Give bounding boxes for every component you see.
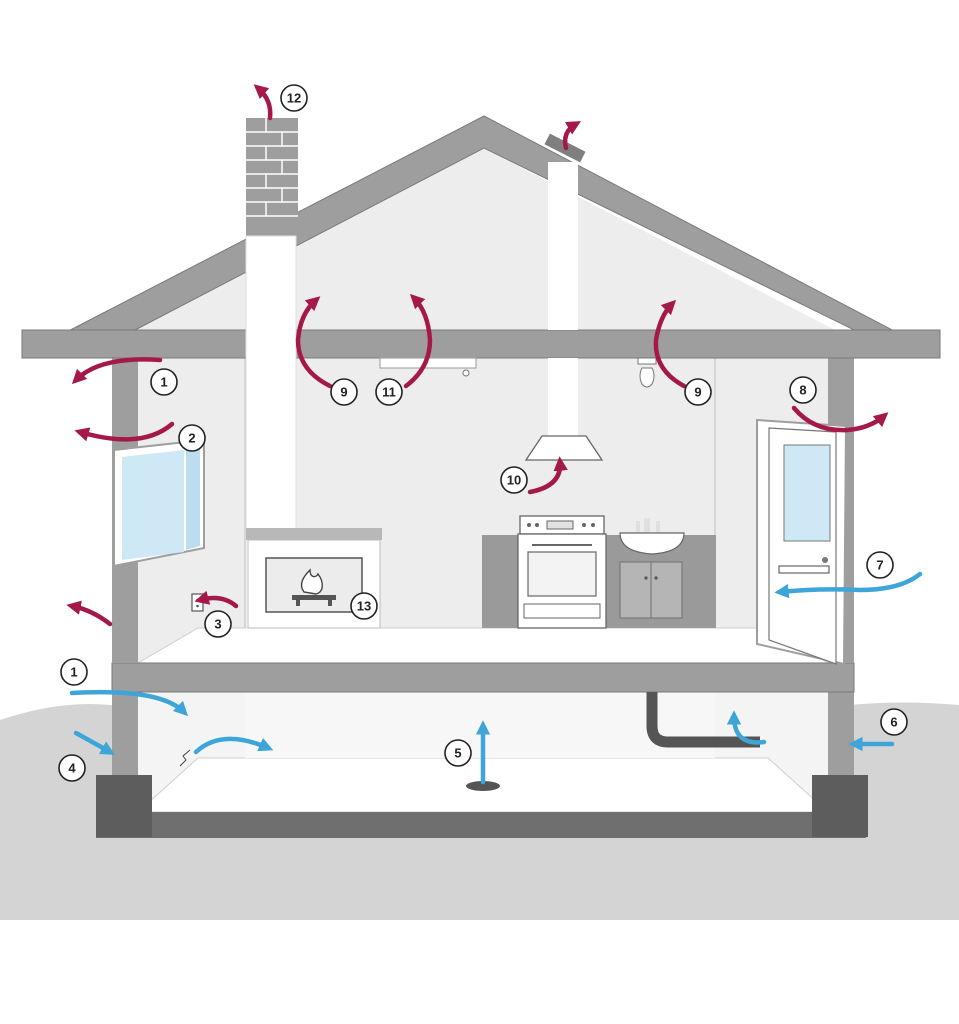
svg-text:3: 3 — [214, 617, 221, 632]
callout-6: 6 — [880, 708, 908, 736]
floor-drain-icon — [466, 781, 500, 791]
svg-text:2: 2 — [188, 431, 195, 446]
air-out-arrow-8 — [791, 405, 889, 433]
svg-text:13: 13 — [357, 599, 371, 614]
svg-text:1: 1 — [160, 375, 167, 390]
foundation-slab — [96, 812, 866, 838]
main-floor-surface — [136, 627, 830, 664]
air-in-arrow-7 — [774, 571, 923, 599]
electrical-outlet-icon — [191, 593, 204, 612]
callout-5: 5 — [444, 739, 472, 767]
dryer-vent-icon — [646, 692, 760, 748]
svg-text:9: 9 — [694, 385, 701, 400]
svg-text:12: 12 — [287, 91, 301, 106]
air-in-arrow-crack — [193, 736, 274, 755]
door-icon — [756, 418, 848, 666]
svg-text:8: 8 — [799, 383, 806, 398]
svg-text:4: 4 — [68, 761, 76, 776]
callout-9-right: 9 — [684, 378, 712, 406]
callout-4: 4 — [58, 754, 86, 782]
callout-13: 13 — [350, 592, 378, 620]
basement-back-wall — [245, 692, 715, 758]
callout-2: 2 — [178, 424, 206, 452]
air-out-arrow-11 — [403, 293, 433, 389]
callout-3: 3 — [204, 610, 232, 638]
air-out-arrow-2 — [74, 421, 175, 442]
crack-mark — [179, 749, 191, 767]
svg-text:9: 9 — [340, 385, 347, 400]
callout-12: 12 — [280, 84, 308, 112]
ceiling-joist — [21, 329, 941, 359]
counter-left — [482, 535, 518, 628]
stove-icon — [517, 515, 607, 629]
footing-right — [812, 775, 868, 837]
callout-7: 7 — [866, 551, 894, 579]
air-in-arrow-dryer — [726, 710, 767, 745]
footing-left — [96, 775, 152, 837]
floor-joist-band — [111, 662, 855, 693]
air-out-arrow-9-right — [653, 299, 687, 389]
window-icon — [113, 438, 205, 568]
air-out-arrow-1 — [71, 357, 163, 385]
air-out-arrow-wall — [66, 600, 113, 627]
attic-interior — [135, 148, 835, 330]
sink-cabinet-icon — [619, 518, 685, 619]
svg-text:10: 10 — [507, 473, 521, 488]
svg-text:6: 6 — [890, 715, 897, 730]
callout-1-lower: 1 — [60, 658, 88, 686]
air-in-arrow-4 — [73, 730, 116, 755]
range-hood-icon — [524, 435, 604, 461]
hood-duct — [548, 358, 578, 438]
light-bulb-icon — [637, 357, 657, 388]
air-out-arrow-12 — [253, 84, 273, 121]
callout-10: 10 — [500, 466, 528, 494]
svg-text:1: 1 — [70, 665, 77, 680]
air-out-arrow-roof-vent — [562, 121, 581, 151]
vent-stack — [548, 162, 578, 330]
callout-11: 11 — [375, 378, 403, 406]
callout-1-upper: 1 — [150, 368, 178, 396]
svg-text:7: 7 — [876, 558, 883, 573]
callout-9-left: 9 — [330, 378, 358, 406]
svg-text:11: 11 — [382, 385, 396, 400]
svg-text:5: 5 — [454, 746, 461, 761]
air-out-arrow-9-left — [295, 296, 333, 389]
air-in-arrow-1 — [69, 689, 189, 717]
callout-8: 8 — [789, 376, 817, 404]
air-out-arrow-10 — [527, 456, 568, 495]
air-out-arrow-3 — [194, 590, 239, 609]
